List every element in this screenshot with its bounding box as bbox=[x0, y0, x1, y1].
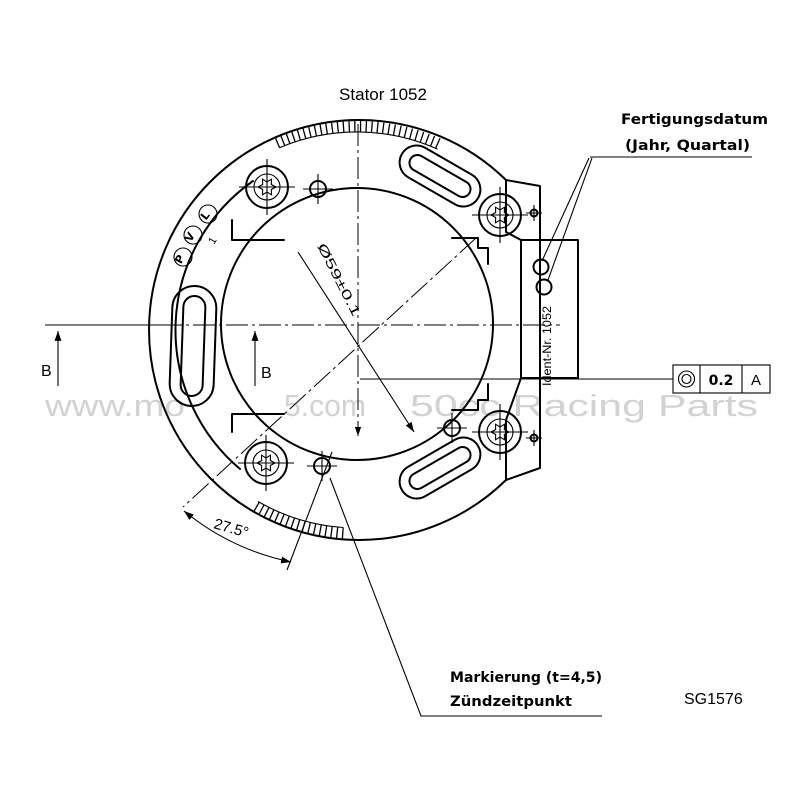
ident-box bbox=[520, 239, 579, 379]
tolerance-value: 0.2 bbox=[709, 373, 734, 389]
gear-tooth bbox=[296, 129, 302, 141]
screw-bottom-right bbox=[472, 404, 528, 460]
datum-label: A bbox=[751, 372, 761, 389]
date-marking-dot-2 bbox=[535, 278, 553, 296]
section-label-left: B bbox=[41, 363, 52, 380]
gear-tooth bbox=[408, 128, 414, 140]
angle-extension-line bbox=[286, 451, 333, 571]
stator-body: Ident-Nr. 1052 bbox=[148, 119, 579, 541]
bore-circle bbox=[220, 187, 494, 461]
date-callout-leader-2 bbox=[547, 157, 593, 281]
gear-tooth bbox=[376, 122, 379, 134]
gear-tooth bbox=[398, 125, 402, 137]
section-label-right: B bbox=[261, 365, 272, 382]
slot-top-right bbox=[398, 144, 482, 208]
gear-tooth bbox=[285, 133, 291, 144]
index-mark: 1 bbox=[206, 235, 219, 246]
pocket-ledge-top-left bbox=[231, 219, 285, 241]
flange-step-top bbox=[505, 179, 522, 241]
watermark-part-3: 50cc Racing Parts bbox=[410, 388, 758, 423]
gear-tooth bbox=[274, 137, 281, 148]
gear-tooth bbox=[330, 526, 333, 538]
screw-bottom-left bbox=[238, 435, 294, 491]
timing-mark-hole bbox=[307, 451, 337, 481]
pin-hole-top bbox=[526, 205, 542, 221]
gear-tooth bbox=[290, 517, 296, 529]
gear-tooth bbox=[312, 523, 317, 535]
gear-tooth bbox=[295, 519, 301, 531]
gear-tooth bbox=[325, 123, 329, 135]
bracket-bottom-right bbox=[451, 383, 489, 411]
angle-dimension-arc bbox=[183, 510, 292, 564]
gear-tooth bbox=[280, 135, 286, 146]
gear-tooth bbox=[365, 121, 368, 133]
gear-tooth bbox=[392, 124, 397, 136]
date-marking-dot-1 bbox=[532, 258, 550, 276]
diameter-dimension-line bbox=[297, 251, 415, 433]
slot-left bbox=[168, 285, 218, 407]
gear-tooth bbox=[253, 501, 260, 513]
gear-tooth bbox=[335, 527, 339, 539]
teeth-baseline-bottom bbox=[257, 501, 344, 529]
concentricity-icon bbox=[677, 370, 696, 388]
outer-profile bbox=[148, 119, 541, 541]
tolerance-frame-box bbox=[672, 364, 771, 394]
gear-tooth bbox=[435, 137, 441, 149]
gear-tooth bbox=[319, 124, 323, 136]
gear-tooth bbox=[341, 527, 344, 539]
watermark-part-1: www.mo bbox=[44, 388, 185, 423]
gear-tooth bbox=[336, 121, 340, 133]
watermark-part-2: 5.com bbox=[284, 388, 366, 423]
gear-tooth bbox=[324, 525, 328, 537]
marking-callout-line1: Markierung (t=4,5) bbox=[450, 670, 602, 686]
marking-callout-line2: Zündzeitpunkt bbox=[450, 694, 572, 710]
screw-top-left bbox=[239, 159, 295, 215]
marking-callout-leader bbox=[329, 477, 602, 717]
gear-tooth bbox=[403, 126, 408, 138]
gear-tooth bbox=[307, 522, 312, 534]
tolerance-frame: 0.2 A bbox=[360, 364, 771, 394]
gear-tooth bbox=[419, 131, 425, 143]
ident-number-label: Ident-Nr. 1052 bbox=[540, 306, 554, 386]
drawing-number: SG1576 bbox=[684, 691, 743, 708]
pin-hole-bottom bbox=[526, 430, 542, 446]
bracket-top-right bbox=[451, 237, 489, 265]
teeth-baseline-top bbox=[279, 131, 438, 150]
section-markers: B B bbox=[41, 331, 272, 386]
gear-tooth bbox=[302, 127, 307, 139]
screw-top-right bbox=[472, 187, 528, 243]
date-callout-line1: Fertigungsdatum bbox=[621, 112, 768, 128]
gear-tooth bbox=[330, 122, 334, 134]
gear-tooth bbox=[381, 122, 385, 134]
plate-contour bbox=[174, 180, 254, 470]
date-callout-line2: (Jahr, Quartal) bbox=[625, 138, 750, 154]
gear-tooth bbox=[370, 121, 373, 133]
drawing-title: Stator 1052 bbox=[339, 85, 427, 104]
pocket-ledge-bottom-left bbox=[231, 413, 285, 433]
gear-tooth bbox=[291, 131, 296, 143]
gear-tooth bbox=[318, 524, 322, 536]
date-callout-leader-1 bbox=[541, 157, 590, 262]
gear-tooth bbox=[313, 125, 318, 137]
watermark: www.mo 5.com 50cc Racing Parts bbox=[44, 388, 758, 423]
gear-tooth bbox=[307, 126, 312, 138]
gear-tooth bbox=[342, 121, 345, 133]
hole-bottom-right bbox=[437, 413, 467, 443]
gear-tooth bbox=[387, 123, 391, 135]
hole-top bbox=[303, 174, 333, 204]
gear-tooth bbox=[429, 135, 436, 147]
marking-callout: Markierung (t=4,5) Zündzeitpunkt bbox=[329, 477, 602, 717]
date-callout: Fertigungsdatum (Jahr, Quartal) bbox=[541, 112, 768, 281]
angled-center-line bbox=[182, 237, 477, 508]
center-lines bbox=[45, 124, 560, 508]
slot-bottom-right bbox=[398, 436, 482, 500]
gear-tooth bbox=[424, 133, 430, 145]
gear-tooth bbox=[414, 129, 419, 141]
